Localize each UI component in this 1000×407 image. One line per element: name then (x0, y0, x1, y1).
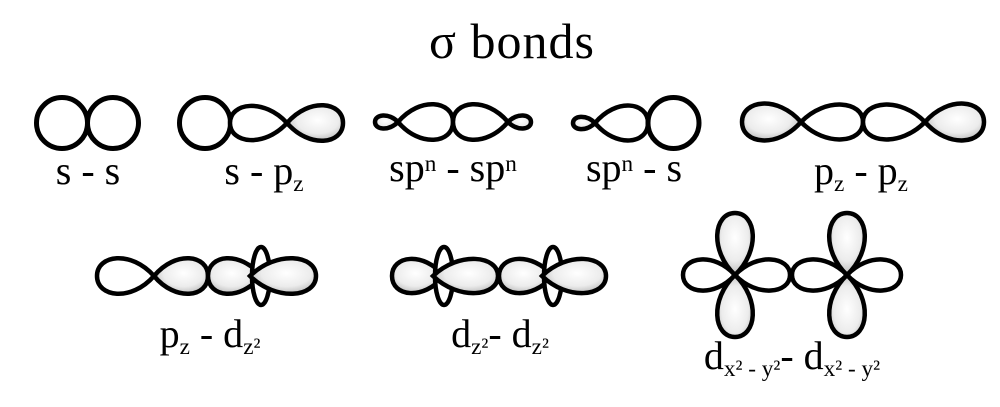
spn-spn-orbital-drawing (372, 102, 534, 142)
label-s-pz: s - pz (224, 148, 304, 198)
pz-back-lobe (94, 256, 157, 296)
diagram-s-pz (175, 92, 347, 154)
pz-pz-orbital-drawing (739, 101, 987, 143)
label-s-s: s - s (55, 148, 121, 193)
dx2y2-left-north-lobe-shaded (715, 210, 755, 279)
pz-right-back-lobe-shaded (922, 101, 987, 143)
label-dz2-dz2: dz²- dz² (451, 311, 549, 361)
s-orbital (177, 95, 233, 151)
diagram-spn-spn (372, 94, 534, 150)
s-s-orbital-drawing (34, 95, 141, 151)
dx2y2-left-south-lobe-shaded (715, 271, 755, 340)
dz2-bonding-lobe-shaded (205, 256, 264, 296)
diagram-s-s (32, 92, 144, 154)
s-pz-orbital-drawing (177, 95, 346, 151)
pz-left-bonding-lobe (797, 102, 866, 142)
spn-small-lobe-right (504, 113, 534, 131)
pz-lobe-back-shaded (284, 103, 346, 143)
dx2y2-left-west-lobe (680, 257, 739, 293)
label-spn-spn: spn - spn (389, 145, 517, 190)
dz2-dz2-orbital-drawing (389, 244, 609, 308)
label-dx2y2-dx2y2: dx² - y²- dx² - y² (703, 333, 881, 383)
pz-bonding-lobe-shaded (151, 256, 211, 296)
pz-left-back-lobe-shaded (739, 101, 804, 143)
pz-lobe-bonding (227, 103, 291, 143)
s-orbital (645, 95, 702, 151)
diagram-dx2y2-dx2y2 (679, 209, 905, 341)
diagram-dz2-dz2 (389, 243, 609, 309)
dz2-left-outer-lobe-shaded (389, 256, 447, 296)
spn-big-lobe-right (450, 102, 511, 142)
diagram-spn-s (570, 92, 702, 154)
label-pz-pz: pz - pz (814, 148, 908, 198)
dz2-back-lobe-shaded (246, 256, 319, 296)
pz-right-bonding-lobe (860, 102, 929, 142)
spn-small-lobe (570, 114, 599, 132)
diagram-pz-dz2 (94, 243, 320, 309)
figure-title: σ bonds (429, 13, 595, 69)
dx2y2-right-north-lobe-shaded (827, 210, 867, 279)
label-pz-dz2: pz - dz² (159, 311, 261, 361)
dx2y2-right-south-lobe-shaded (827, 271, 867, 340)
spn-big-lobe (592, 103, 651, 143)
dx2y2-right-east-lobe (843, 257, 904, 293)
label-spn-s: spn - s (585, 145, 683, 190)
spn-small-lobe-left (372, 113, 402, 131)
dz2-right-outer-lobe-shaded (538, 256, 609, 296)
s-orbital-left (34, 95, 90, 151)
spn-s-orbital-drawing (570, 95, 702, 151)
dz2-left-bonding-lobe-shaded (429, 256, 501, 296)
dx2y2-dx2y2-orbital-drawing (680, 210, 904, 340)
s-orbital-right (85, 95, 141, 151)
diagram-pz-pz (739, 92, 987, 152)
dx2y2-right-west-lobe (789, 257, 851, 293)
spn-big-lobe-left (395, 102, 456, 142)
pz-dz2-orbital-drawing (94, 244, 319, 308)
